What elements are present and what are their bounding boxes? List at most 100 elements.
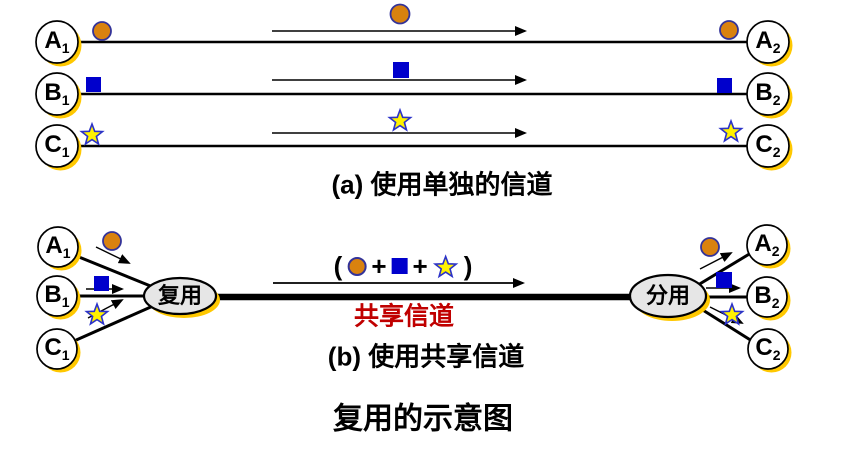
demux-node [628,273,710,321]
node-b1-b [36,275,81,320]
node-c1-b-circle [36,328,78,370]
node-a1-b-label: A1 [45,232,71,261]
node-a1-b-main: A [45,232,63,259]
node-b1-label: B1 [44,79,70,108]
packet-b-icon [86,77,101,92]
node-c1-b [36,328,81,373]
shared-channel-label: 共享信道 [353,302,455,331]
node-b1-b-label: B1 [44,281,70,310]
node-b1-sub: 1 [61,92,70,108]
section-a [35,3,793,171]
mux-ellipse [142,276,218,316]
packet-b-icon [717,78,732,93]
demux-label: 分用 [645,283,691,308]
packet-c-icon [80,123,104,145]
multiplexed-packets-expression: ( + + ) [334,253,473,279]
packet-a-icon [92,21,112,41]
packet-b-icon [716,272,732,288]
node-b1-main: B [44,79,62,106]
packet-c-icon [434,255,457,277]
packet-b-icon [393,62,409,78]
node-c1-b-sub: 1 [61,347,70,363]
node-b2-b-sub: 2 [771,295,780,311]
mux-label: 复用 [157,283,203,308]
packet-b-icon [94,276,109,291]
node-a2-b-main: A [754,230,772,257]
node-a1-sub: 1 [61,40,70,56]
node-b2 [746,72,793,119]
packet-a-icon [347,256,367,276]
node-b2-b-main: B [754,282,772,309]
packet-b-icon [391,258,408,274]
node-b2-b-circle [746,276,788,318]
mux-node [142,276,220,318]
plus-sign-1: + [371,251,387,281]
flow-arrow-demux-a2 [699,252,733,270]
node-b2-label: B2 [755,79,781,108]
packet-c-icon [388,109,412,131]
packet-a-icon [389,3,411,25]
node-b1-b-circle [36,275,78,317]
node-c2-main: C [755,131,773,158]
node-a2-b-sub: 2 [771,243,780,259]
node-b2-sub: 2 [772,92,781,108]
node-a2-b [746,224,791,269]
plus-sign-2: + [412,251,428,281]
node-a2 [746,20,793,67]
node-a2-b-label: A2 [754,230,780,259]
connector-a1-mux [73,253,154,289]
packet-a-icon [102,231,122,251]
node-c2-circle [746,124,790,168]
node-b2-circle [746,72,790,116]
packet-c-icon [85,303,109,325]
node-c2-b-sub: 2 [772,347,781,363]
node-b2-b [746,276,791,321]
node-c1-b-label: C1 [44,334,70,363]
section-b [36,224,792,373]
packet-a-icon [719,20,739,40]
node-a2-b-circle [746,224,788,266]
node-b1-b-sub: 1 [61,294,70,310]
node-c1-circle [35,124,79,168]
node-b1-b-main: B [44,281,62,308]
paren-close: ) [463,251,473,281]
node-c2-sub: 2 [772,144,781,160]
node-c2-b-main: C [755,334,773,361]
node-a1-b-circle [37,226,79,268]
node-a2-circle [746,20,790,64]
paren-open: ( [333,251,343,281]
connector-demux-a2 [697,251,752,287]
node-a1-b-sub: 1 [62,245,71,261]
node-c1-main: C [44,131,62,158]
node-a1-b [37,226,82,271]
node-a2-label: A2 [755,27,781,56]
node-b1-circle [35,72,79,116]
node-b2-main: B [755,79,773,106]
node-c2-b-label: C2 [755,334,781,363]
node-a1-label: A1 [44,29,70,56]
demux-ellipse [628,273,708,319]
caption-a: (a) 使用单独的信道 [331,169,553,200]
packet-a-icon [700,237,720,257]
node-c1-sub: 1 [61,144,70,160]
node-c1 [35,124,82,171]
node-c1-b-main: C [44,334,62,361]
node-c2-b-circle [747,328,789,370]
connector-c1-mux [73,304,154,343]
node-c2 [746,124,793,171]
flow-arrow-a1-mux [95,246,131,264]
caption-b: (b) 使用共享信道 [327,341,525,372]
packet-c-icon [719,120,743,142]
diagram-title: 复用的示意图 [333,402,513,436]
node-c2-b [747,328,792,373]
node-b2-b-label: B2 [754,282,780,311]
node-c2-label: C2 [755,131,781,160]
node-b1 [35,72,82,119]
node-a2-sub: 2 [772,40,781,56]
node-c1-label: C1 [44,131,70,160]
node-a2-main: A [755,27,773,54]
node-a1 [35,20,82,67]
node-a1-circle [35,20,79,64]
